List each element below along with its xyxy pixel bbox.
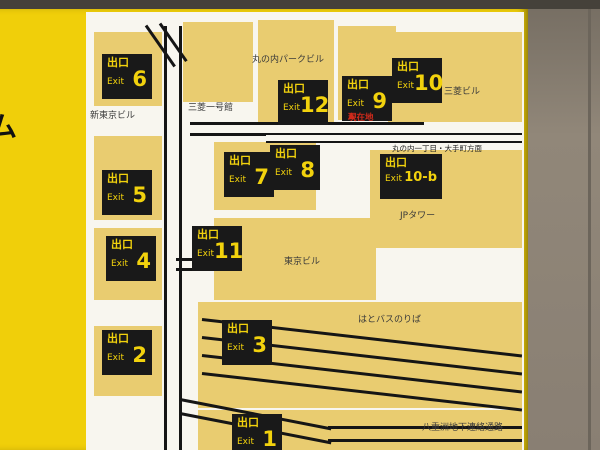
exit-map-panel: 丸の内パークビル 三菱一号館 新東京ビル 三菱ビル JPタワー 東京ビル はとバ… — [86, 12, 524, 450]
exit-word-jp: 出口 — [385, 156, 407, 169]
exit-word-en: Exit — [107, 76, 125, 87]
sign-partial-text: ム — [0, 110, 18, 143]
exit-box-4: 出口 Exit 4 — [106, 236, 156, 281]
passage-upper-street — [266, 133, 522, 143]
exit-number: 10 — [414, 70, 444, 95]
exit-word-en: Exit — [283, 102, 301, 113]
yellow-sign-panel: ム — [0, 9, 528, 450]
exit-number: 6 — [132, 66, 147, 91]
current-location-label: 現在地▲ — [348, 111, 374, 123]
exit-number: 8 — [300, 157, 315, 182]
exit-box-3: 出口 Exit 3 — [222, 320, 272, 365]
exit-word-en: Exit — [197, 248, 215, 259]
exit-box-5: 出口 Exit 5 — [102, 170, 152, 215]
exit-number: 3 — [252, 332, 267, 357]
exit-word-en: Exit — [111, 258, 129, 269]
exit-word-en: Exit — [229, 174, 247, 185]
exit-number: 9 — [372, 88, 387, 113]
passage-bottom-horizontal-1 — [328, 426, 522, 429]
passage-bottom-horizontal-2 — [328, 439, 522, 442]
exit-word-en: Exit — [107, 352, 125, 363]
label-yaesu-passage: 八重洲地下連絡通路 — [422, 423, 504, 433]
exit-word-jp: 出口 — [397, 60, 419, 73]
wall-top-edge — [0, 0, 600, 9]
exit-word-jp: 出口 — [237, 416, 259, 429]
exit-box-7: 出口 Exit 7 — [224, 152, 274, 197]
current-location-marker-icon: ▲ — [348, 111, 355, 121]
exit-word-en: Exit — [347, 98, 365, 109]
label-shin-tokyo: 新東京ビル — [90, 111, 136, 121]
passage-vertical-corridor — [164, 26, 182, 450]
exit-word-en: Exit — [237, 436, 255, 447]
exit-word-en: Exit — [107, 192, 125, 203]
exit-word-en: Exit — [385, 173, 403, 184]
exit-number: 1 — [262, 426, 277, 450]
exit-box-1: 出口 Exit 1 — [232, 414, 282, 450]
exit-word-jp: 出口 — [227, 322, 249, 335]
label-direction: 丸の内一丁目・大手町方面 — [392, 144, 482, 153]
label-marunouchi-park: 丸の内パークビル — [252, 55, 325, 65]
exit-number: 10-b — [404, 169, 437, 185]
exit-word-jp: 出口 — [107, 56, 129, 69]
exit-word-jp: 出口 — [107, 332, 129, 345]
exit-number: 12 — [300, 92, 330, 117]
exit-number: 4 — [136, 248, 151, 273]
exit-box-8: 出口 Exit 8 — [270, 145, 320, 190]
exit-number: 11 — [214, 238, 244, 263]
exit-word-en: Exit — [227, 342, 245, 353]
exit-number: 5 — [132, 182, 147, 207]
exit-word-jp: 出口 — [275, 147, 297, 160]
label-hato-bus: はとバスのりば — [358, 315, 422, 325]
label-tokyo: 東京ビル — [284, 257, 321, 267]
wall-seam — [588, 0, 591, 450]
exit-word-jp: 出口 — [229, 154, 251, 167]
label-mitsubishi: 三菱ビル — [444, 87, 481, 97]
exit-word-jp: 出口 — [347, 78, 369, 91]
exit-word-en: Exit — [397, 80, 415, 91]
exit-word-en: Exit — [275, 167, 293, 178]
exit-box-6: 出口 Exit 6 — [102, 54, 152, 99]
label-jp-tower: JPタワー — [400, 211, 436, 221]
exit-box-9: 出口 Exit 9 — [342, 76, 392, 121]
exit-number: 7 — [254, 164, 269, 189]
exit-box-2: 出口 Exit 2 — [102, 330, 152, 375]
building-mitsubishi-ichigokan — [183, 22, 253, 102]
current-location-text: 現在地 — [348, 113, 374, 123]
exit-number: 2 — [132, 342, 147, 367]
exit-word-jp: 出口 — [197, 228, 219, 241]
exit-word-jp: 出口 — [283, 82, 305, 95]
exit-word-jp: 出口 — [107, 172, 129, 185]
label-mitsubishi-ichigokan: 三菱一号館 — [188, 103, 234, 113]
exit-word-jp: 出口 — [111, 238, 133, 251]
